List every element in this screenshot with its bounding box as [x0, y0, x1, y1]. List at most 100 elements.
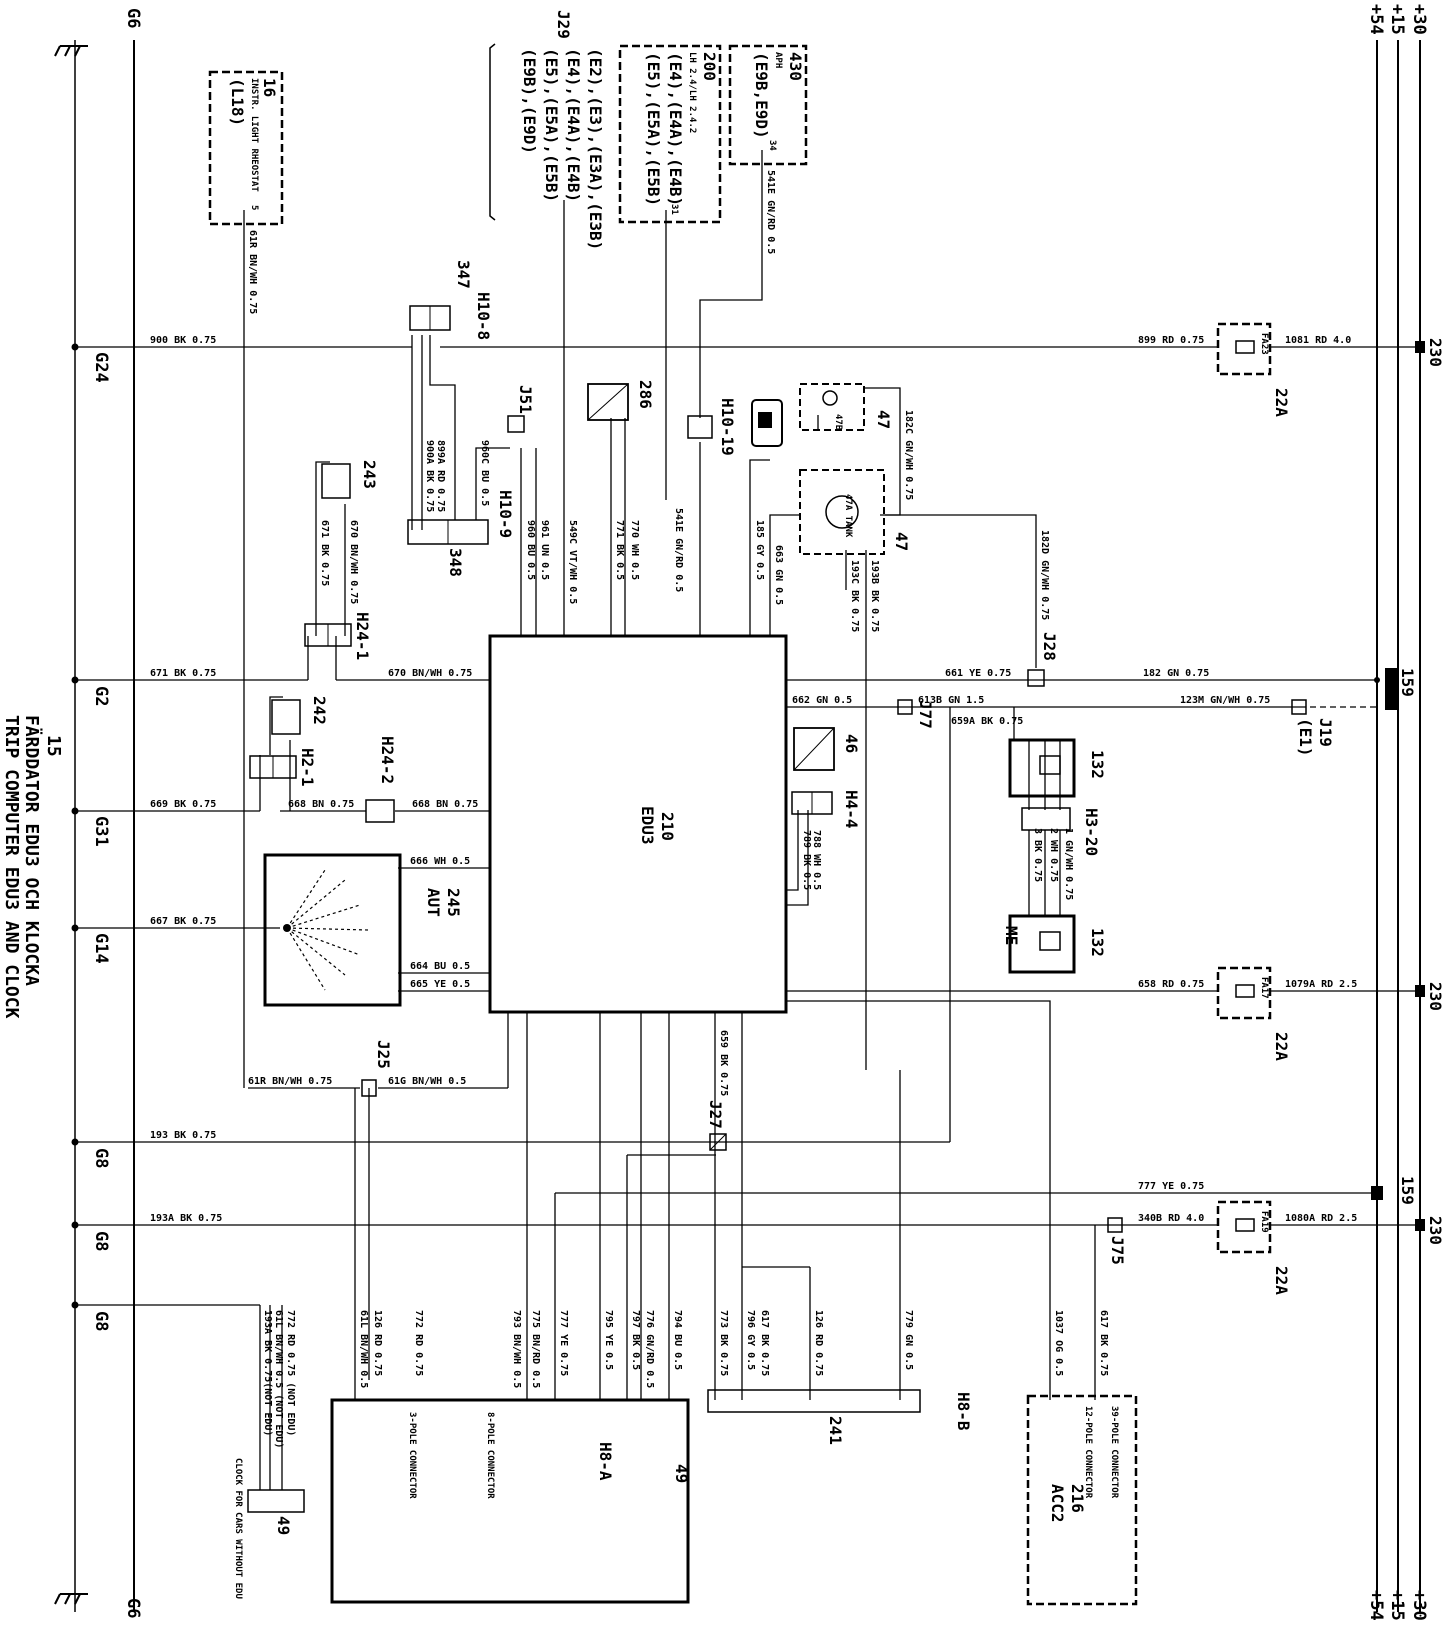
comp-216-num: 216	[1068, 1484, 1087, 1513]
j29-label: J29	[554, 10, 573, 39]
vwire-777: 777 YE 0.75	[558, 1310, 569, 1376]
wire-777: 777 YE 0.75	[1138, 1181, 1204, 1192]
comp-16-pin: 5	[249, 205, 259, 210]
vwire-772: 772 RD 0.75	[413, 1310, 424, 1376]
comp-132-a: 132	[1088, 750, 1107, 779]
comp-16-desc: INSTR. LIGHT RHEOSTAT	[249, 78, 259, 192]
vwire-670: 670 BN/WH 0.75	[348, 520, 359, 604]
comp-49-3pole: 3-POLE CONNECTOR	[407, 1412, 417, 1499]
vwire-193b: 193B BK 0.75	[869, 560, 880, 632]
fuse-label-22a-2: 22A	[1272, 1032, 1291, 1061]
conn-h24-1: H24-1	[353, 612, 372, 660]
node-230-1: 230	[1426, 338, 1445, 367]
vwire-789: 789 BK 0.5	[801, 830, 812, 890]
comp-49-8pole: 8-POLE CONNECTOR	[485, 1412, 495, 1499]
vwire-659: 659 BK 0.75	[718, 1030, 729, 1096]
rail-label-30-top: +30	[1409, 4, 1429, 35]
vwire-900a: 900A BK 0.75	[424, 440, 435, 512]
wire-613b: 613B GN 1.5	[918, 695, 984, 706]
wire-664: 664 BU 0.5	[410, 961, 470, 972]
conn-h8-b: H8-B	[954, 1392, 973, 1431]
rail-label-g6-top: G6	[123, 8, 143, 28]
vwire-541e-2: 541E GN/RD 0.5	[673, 508, 684, 592]
vwire-h3-1: 1 GN/WH 0.75	[1063, 828, 1074, 900]
j29-ref-1: (E2),(E3),(E3A),(E3B)	[586, 48, 605, 250]
wire-1080a: 1080A RD 2.5	[1285, 1213, 1357, 1224]
connector-h2-1: H2-1	[249, 748, 317, 787]
comp-200-refs1: (E4),(E4A),(E4B)	[666, 52, 685, 206]
vwire-773: 773 BK 0.75	[718, 1310, 729, 1376]
comp-430-refs: (E9B,E9D)	[752, 52, 771, 139]
comp-430-pin: 34	[767, 140, 777, 151]
vwire-899a: 899A RD 0.75	[435, 440, 446, 512]
vwire-193a-not-edu: 193A BK 0.75(NOT EDU)	[262, 1310, 273, 1436]
j29-ref-4: (E9B),(E9D)	[520, 48, 539, 154]
vwire-h3-2: 2 WH 0.75	[1048, 828, 1059, 882]
comp-216-39pole: 39-POLE CONNECTOR	[1109, 1406, 1119, 1499]
wire-61r: 61R BN/WH 0.75	[248, 1076, 332, 1087]
wire-668b: 668 BN 0.75	[412, 799, 478, 810]
connector-h24-1: H24-1	[304, 612, 372, 660]
horizontal-wires	[75, 346, 1420, 1226]
ground-label-g2: G2	[91, 686, 111, 706]
comp-46: 46	[842, 734, 861, 753]
fuse-22a-2: FA17 22A 230	[1216, 966, 1445, 1061]
comp-210-num: 210	[658, 812, 677, 841]
comp-216-name: ACC2	[1048, 1484, 1067, 1523]
connector-h3-20: H3-20	[1021, 807, 1101, 856]
ground-label-g8-b: G8	[91, 1231, 111, 1251]
comp-430-desc: APH	[773, 52, 783, 68]
diagram-title: 15 FÄRDDATOR EDU3 OCH KLOCKA TRIP COMPUT…	[1, 715, 64, 1019]
rail-label-15-bottom: +15	[1387, 1590, 1407, 1621]
comp-47a-tank: 47A TANK	[843, 494, 853, 538]
wire-662: 662 GN 0.5	[792, 695, 852, 706]
component-132-b: 132 ME	[1002, 914, 1107, 974]
conn-h24-2: H24-2	[378, 736, 397, 784]
conn-h10-9: H10-9	[496, 490, 515, 538]
fuse-label-22a-3: 22A	[1272, 1266, 1291, 1295]
vertical-wire-labels: 61R BN/WH 0.75 541E GN/RD 0.5 541E GN/RD…	[247, 170, 1109, 1448]
fuse-22a-3: FA19 22A 230	[1216, 1200, 1445, 1295]
vwire-671: 671 BK 0.75	[319, 520, 330, 586]
conn-h4-4: H4-4	[842, 790, 861, 829]
wire-659a: 659A BK 0.75	[951, 716, 1023, 727]
fuse-fa17: FA17	[1259, 977, 1269, 999]
comp-286: 286	[636, 380, 655, 409]
component-241: 241 H8-B	[707, 1389, 973, 1445]
vwire-797: 797 BK 0.5	[630, 1310, 641, 1370]
vwire-772-not-edu: 772 RD 0.75 (NOT EDU)	[285, 1310, 296, 1436]
j28-label: J28	[1040, 632, 1059, 661]
j29-ref-2: (E4),(E4A),(E4B)	[564, 48, 583, 202]
comp-132-me: ME	[1002, 926, 1021, 945]
wire-61g: 61G BN/WH 0.5	[388, 1076, 466, 1087]
comp-49-num: 49	[672, 1464, 691, 1483]
comp-47-a: 47	[874, 410, 893, 429]
connector-h4-4: H4-4	[791, 790, 861, 829]
comp-241: 241	[826, 1416, 845, 1445]
connector-h10-19: H10-19	[687, 398, 737, 456]
vwire-61l-not-edu: 61L BN/WH 0.5 (NOT EDU)	[273, 1310, 284, 1448]
ground-symbol-bottom	[54, 1593, 88, 1605]
vwire-794: 794 BU 0.5	[672, 1310, 683, 1370]
vwire-788: 788 WH 0.5	[811, 830, 822, 890]
comp-348: 348	[446, 548, 465, 577]
node-230-2: 230	[1426, 982, 1445, 1011]
comp-242: 242	[310, 696, 329, 725]
vwire-541e: 541E GN/RD 0.5	[765, 170, 776, 254]
component-245-aut: 245 AUT	[263, 853, 463, 1007]
fuse-fa23: FA23	[1259, 333, 1269, 355]
wire-658: 658 RD 0.75	[1138, 979, 1204, 990]
wire-667: 667 BK 0.75	[150, 916, 216, 927]
vwire-795: 795 YE 0.5	[603, 1310, 614, 1370]
wire-193: 193 BK 0.75	[150, 1130, 216, 1141]
component-210-edu3: 210 EDU3	[488, 634, 788, 1014]
j75-label: J75	[1108, 1236, 1127, 1265]
comp-200-pin: 31	[669, 204, 679, 215]
vwire-776: 776 GN/RD 0.5	[644, 1310, 655, 1388]
wire-340b: 340B RD 4.0	[1138, 1213, 1204, 1224]
wire-669: 669 BK 0.75	[150, 799, 216, 810]
vwire-182c: 182C GN/WH 0.75	[903, 410, 914, 500]
component-200: 200 LH 2.4/LH 2.4.2 (E4),(E4A),(E4B) (E5…	[618, 44, 722, 224]
comp-243: 243	[360, 460, 379, 489]
